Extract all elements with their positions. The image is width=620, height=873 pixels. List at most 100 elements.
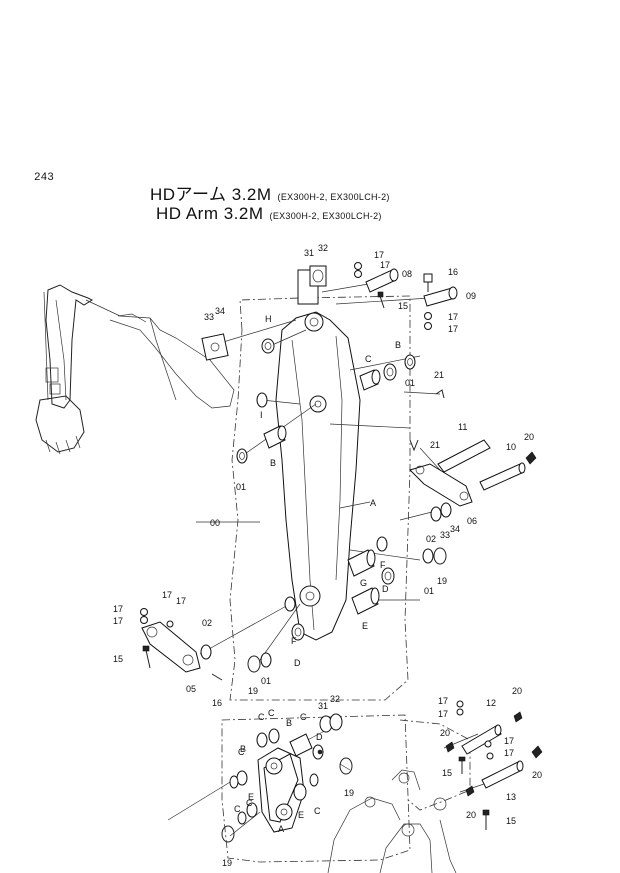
callout-d: D — [382, 584, 389, 594]
callout-19: 19 — [248, 686, 258, 696]
part-fitting-20-top — [525, 451, 537, 465]
title-japanese: HDアーム 3.2M (EX300H-2, EX300LCH-2) — [150, 180, 390, 205]
callout-a: A — [278, 824, 284, 834]
callout-20: 20 — [524, 432, 534, 442]
part-seal-i — [256, 392, 268, 408]
callout-34: 34 — [450, 524, 460, 534]
callout-f: F — [380, 560, 386, 570]
callout-g: G — [360, 578, 367, 588]
callout-f: F — [291, 636, 297, 646]
callout-c: C — [268, 708, 275, 718]
part-grease-21-top — [435, 389, 445, 399]
callout-01: 01 — [405, 378, 415, 388]
callout-h: H — [265, 314, 272, 324]
callout-c: C — [258, 712, 265, 722]
callout-05: 05 — [186, 684, 196, 694]
part-bushing-d-lower — [291, 623, 305, 641]
part-bushing-g — [347, 549, 376, 577]
callout-32: 32 — [330, 694, 340, 704]
callout-33: 33 — [440, 530, 450, 540]
callout-01: 01 — [261, 676, 271, 686]
callout-16: 16 — [212, 698, 222, 708]
callout-11: 11 — [458, 422, 467, 432]
part-washer-01-mid — [236, 448, 248, 464]
callout-31: 31 — [318, 701, 328, 711]
callout-16: 16 — [448, 267, 458, 277]
callout-e: E — [298, 810, 304, 820]
title-japanese-models: (EX300H-2, EX300LCH-2) — [277, 192, 390, 202]
callout-c: C — [238, 747, 245, 757]
callout-b: B — [270, 458, 276, 468]
callout-02: 02 — [426, 534, 436, 544]
callout-17: 17 — [504, 736, 514, 746]
part-bushing-b-mid — [263, 425, 287, 449]
callout-00: 00 — [210, 518, 220, 528]
callout-17: 17 — [438, 696, 448, 706]
title-english: HD Arm 3.2M(EX300H-2, EX300LCH-2) — [156, 204, 382, 224]
part-nuts-17-top — [354, 262, 362, 278]
assembly-boundary-lower — [221, 714, 411, 863]
part-grease-21-mid — [409, 439, 419, 452]
part-plate-33-34 — [201, 333, 229, 361]
callout-01: 01 — [236, 482, 246, 492]
callout-17: 17 — [380, 260, 390, 270]
callout-a: A — [370, 498, 376, 508]
part-pin-08 — [365, 268, 399, 293]
part-bolt-15-top — [377, 291, 385, 309]
callout-b: B — [286, 718, 292, 728]
callout-17: 17 — [113, 616, 123, 626]
part-link-06 — [409, 463, 473, 507]
part-pin-12 — [461, 724, 502, 755]
part-washer-02-left — [200, 644, 212, 660]
callout-17: 17 — [176, 596, 186, 606]
callout-d: D — [316, 732, 323, 742]
callout-01: 01 — [424, 586, 434, 596]
part-oring-19-right — [433, 547, 447, 565]
callout-13: 13 — [506, 792, 516, 802]
part-washer-02-right — [422, 548, 434, 564]
part-washer-01-lower — [260, 652, 272, 668]
lower-link-assembly — [221, 713, 353, 843]
callout-c: C — [246, 798, 253, 808]
callout-c: C — [314, 806, 321, 816]
callout-20: 20 — [512, 686, 522, 696]
callout-15: 15 — [506, 816, 516, 826]
page-number: 243 — [34, 172, 54, 184]
callout-c: C — [300, 712, 307, 722]
callout-12: 12 — [486, 698, 496, 708]
part-plate-31-32 — [309, 265, 327, 287]
callout-e: E — [362, 621, 368, 631]
excavator-inset-drawing — [35, 284, 235, 455]
callout-06: 06 — [467, 516, 477, 526]
callout-15: 15 — [113, 654, 123, 664]
callout-20: 20 — [440, 728, 450, 738]
callout-20: 20 — [466, 810, 476, 820]
callout-19: 19 — [222, 858, 232, 868]
callout-32: 32 — [318, 243, 328, 253]
bucket-bracket — [327, 769, 457, 873]
part-pin-10 — [479, 462, 526, 491]
assembly-boundary-upper — [229, 295, 411, 701]
callout-e: E — [248, 792, 254, 802]
callout-17: 17 — [448, 312, 458, 322]
callout-17: 17 — [113, 604, 123, 614]
title-japanese-main: HDアーム 3.2M — [150, 185, 272, 204]
callout-19: 19 — [344, 788, 354, 798]
arm-body — [275, 269, 361, 641]
callout-19: 19 — [437, 576, 447, 586]
part-bushing-e-upper — [351, 587, 380, 615]
part-seal-h — [261, 338, 275, 354]
callout-17: 17 — [504, 748, 514, 758]
callout-i: I — [260, 410, 263, 420]
title-english-main: HD Arm 3.2M — [156, 204, 264, 223]
callout-15: 15 — [398, 301, 408, 311]
part-bushing-f-upper — [376, 536, 388, 552]
callout-08: 08 — [402, 269, 412, 279]
callout-33: 33 — [204, 312, 214, 322]
callout-17: 17 — [374, 250, 384, 260]
part-plates-33-34-right — [430, 502, 452, 522]
part-bushing-d-upper — [381, 567, 395, 585]
callout-02: 02 — [202, 618, 212, 628]
callout-b: B — [395, 340, 401, 350]
